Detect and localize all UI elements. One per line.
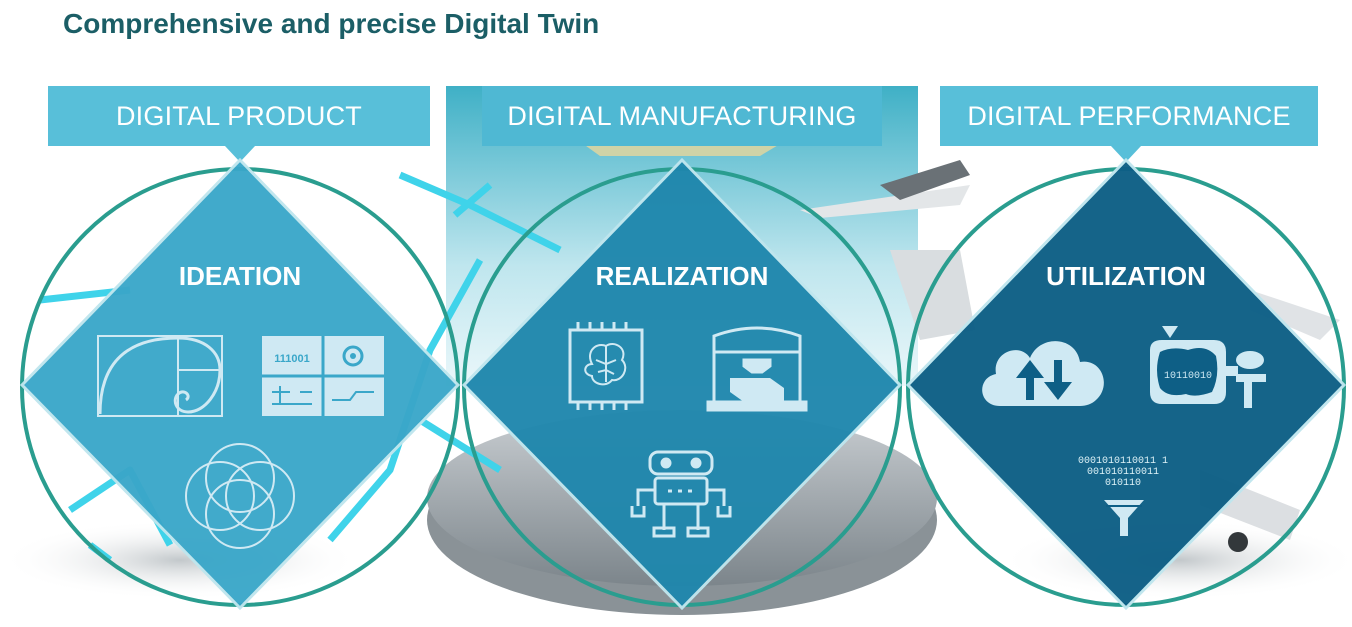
brain-chip-icon	[568, 322, 644, 410]
venn-circles-icon	[185, 443, 295, 549]
diamond-ideation	[19, 157, 461, 611]
banner-pointer-performance	[1111, 146, 1141, 162]
3d-printer-icon	[706, 326, 808, 412]
golden-spiral-icon	[97, 335, 223, 417]
banner-digital-product: DIGITAL PRODUCT	[48, 86, 430, 146]
data-monitor-icon: 10110010	[1150, 326, 1266, 408]
stage-label-ideation: IDEATION	[178, 261, 302, 291]
monitor-text: 10110010	[1164, 371, 1212, 382]
stage-label-utilization: UTILIZATION	[1046, 261, 1206, 291]
diamond-utilization	[905, 157, 1347, 611]
puzzle-code-text: 111001	[274, 353, 310, 365]
puzzle-code-icon: 111001	[262, 336, 384, 416]
cloud-sync-icon	[982, 341, 1104, 406]
data-funnel-icon	[1104, 500, 1144, 536]
diamond-realization	[461, 157, 903, 611]
banner-digital-manufacturing: DIGITAL MANUFACTURING	[482, 86, 882, 146]
banner-pointer-product	[225, 146, 255, 162]
banner-digital-performance: DIGITAL PERFORMANCE	[940, 86, 1318, 146]
page-title: Comprehensive and precise Digital Twin	[63, 8, 600, 39]
robot-icon	[630, 450, 732, 538]
stage-label-realization: REALIZATION	[595, 261, 769, 291]
binary-data-text: 0001010110011 1 001010110011 010110	[1077, 456, 1168, 489]
